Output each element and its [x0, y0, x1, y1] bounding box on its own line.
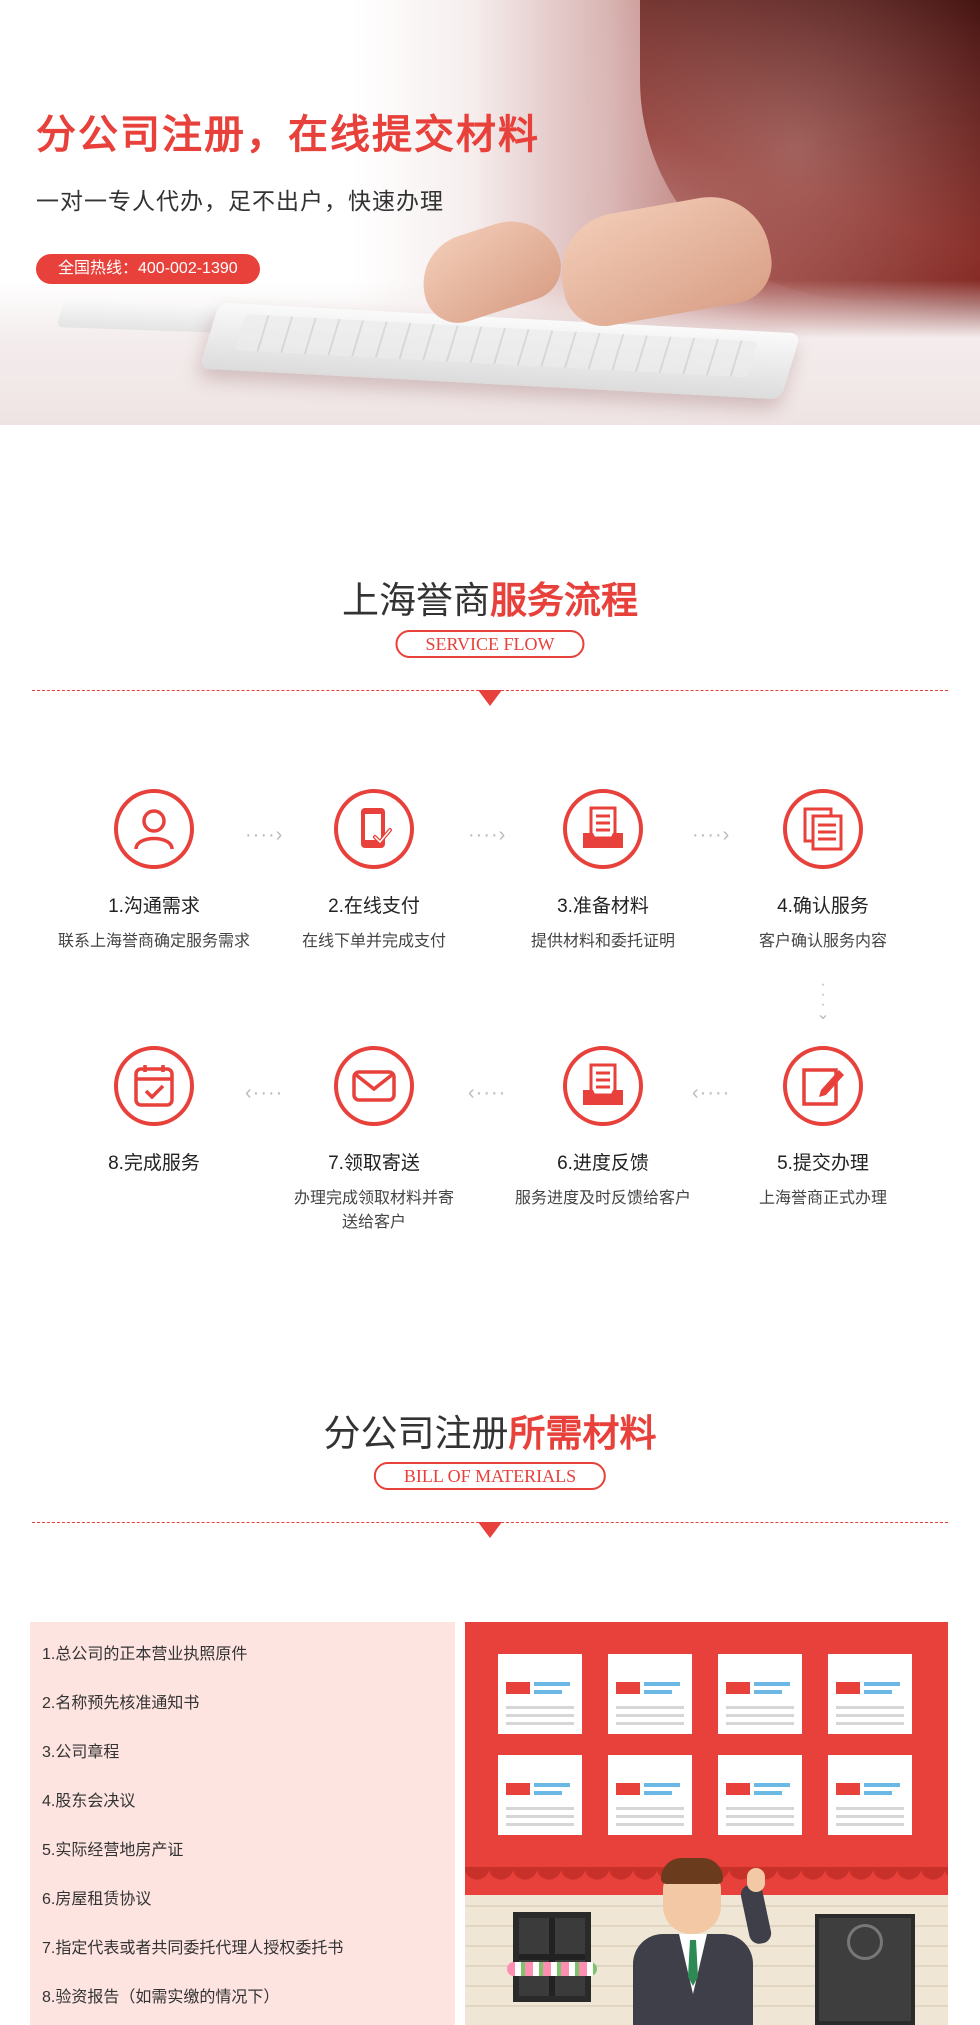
businessman-hair [661, 1858, 723, 1884]
step-desc: 办理完成领取材料并寄送给客户 [293, 1190, 454, 1231]
businessman-tie [688, 1940, 698, 1986]
door [815, 1914, 915, 2025]
step-7: 7.领取寄送 办理完成领取材料并寄送给客户 [259, 1046, 489, 1235]
step-desc: 客户确认服务内容 [758, 933, 887, 950]
service-flow-title: 上海誉商服务流程 [0, 570, 980, 624]
list-item: 4.股东会决议 [42, 1793, 136, 1810]
document-icon [828, 1654, 912, 1734]
step-title: 6.进度反馈 [557, 1153, 649, 1174]
office-illustration [465, 1622, 948, 2025]
dotted-arrow-down-icon: ···⌄ [816, 976, 830, 1023]
envelope-icon [334, 1046, 414, 1126]
dotted-arrow-right-icon: ····› [245, 824, 284, 846]
list-item: 5.实际经营地房产证 [42, 1842, 184, 1859]
step-title: 3.准备材料 [557, 896, 649, 917]
step-3: 3.准备材料 提供材料和委托证明 [488, 789, 718, 954]
document-tray-icon [563, 1046, 643, 1126]
document-icon [498, 1654, 582, 1734]
emblem-icon [847, 1924, 883, 1960]
materials-pill: BILL OF MATERIALS [373, 1462, 607, 1490]
materials-title-plain: 分公司注册 [323, 1413, 509, 1454]
document-icon [498, 1755, 582, 1835]
hotline-button[interactable]: 全国热线：400-002-1390 [36, 254, 260, 284]
hero-subtitle: 一对一专人代办，足不出户，快速办理 [36, 188, 444, 214]
edit-icon [783, 1046, 863, 1126]
list-item: 6.房屋租赁协议 [42, 1891, 152, 1908]
service-flow-title-plain: 上海誉商 [342, 580, 490, 621]
document-icon [608, 1654, 692, 1734]
step-title: 7.领取寄送 [328, 1153, 420, 1174]
document-icon [828, 1755, 912, 1835]
person-icon [114, 789, 194, 869]
hero-pad-decor [56, 297, 234, 333]
service-flow-pill: SERVICE FLOW [395, 630, 585, 658]
hero-banner: 分公司注册，在线提交材料 一对一专人代办，足不出户，快速办理 全国热线：400-… [0, 0, 980, 425]
step-title: 2.在线支付 [328, 896, 420, 917]
dotted-arrow-left-icon: ‹···· [468, 1082, 507, 1104]
list-item: 1.总公司的正本营业执照原件 [42, 1646, 248, 1663]
step-title: 4.确认服务 [777, 896, 869, 917]
step-desc: 上海誉商正式办理 [758, 1190, 887, 1207]
dotted-arrow-left-icon: ‹···· [245, 1082, 284, 1104]
divider-triangle-icon [478, 690, 502, 706]
hero-title: 分公司注册，在线提交材料 [36, 113, 540, 157]
document-tray-icon [563, 789, 643, 869]
step-5: 5.提交办理 上海誉商正式办理 [708, 1046, 938, 1211]
dotted-arrow-right-icon: ····› [692, 824, 731, 846]
thumbs-up-icon [747, 1868, 765, 1892]
step-desc: 联系上海誉商确定服务需求 [57, 933, 250, 950]
step-title: 8.完成服务 [108, 1153, 200, 1174]
step-desc: 在线下单并完成支付 [301, 933, 446, 950]
step-title: 1.沟通需求 [108, 896, 200, 917]
flower-box [507, 1962, 597, 1976]
documents-stack-icon [783, 789, 863, 869]
document-icon [608, 1755, 692, 1835]
service-flow-title-bold: 服务流程 [490, 580, 638, 621]
materials-list: 1.总公司的正本营业执照原件 2.名称预先核准通知书 3.公司章程 4.股东会决… [30, 1622, 455, 2025]
list-item: 2.名称预先核准通知书 [42, 1695, 200, 1712]
list-item: 8.验资报告（如需实缴的情况下） [42, 1989, 280, 2006]
calendar-check-icon [114, 1046, 194, 1126]
materials-title: 分公司注册所需材料 [0, 1403, 980, 1457]
step-2: 2.在线支付 在线下单并完成支付 [259, 789, 489, 954]
step-title: 5.提交办理 [777, 1153, 869, 1174]
phone-check-icon [334, 789, 414, 869]
step-8: 8.完成服务 [39, 1046, 269, 1187]
divider-triangle-icon [478, 1522, 502, 1538]
list-item: 3.公司章程 [42, 1744, 120, 1761]
dotted-arrow-left-icon: ‹···· [692, 1082, 731, 1104]
step-desc: 提供材料和委托证明 [530, 933, 675, 950]
dotted-arrow-right-icon: ····› [468, 824, 507, 846]
document-icon [718, 1755, 802, 1835]
step-desc: 服务进度及时反馈给客户 [514, 1190, 691, 1207]
list-item: 7.指定代表或者共同委托代理人授权委托书 [42, 1940, 344, 1957]
window [513, 1912, 591, 2002]
materials-title-bold: 所需材料 [508, 1413, 657, 1454]
step-4: 4.确认服务 客户确认服务内容 [708, 789, 938, 954]
step-6: 6.进度反馈 服务进度及时反馈给客户 [488, 1046, 718, 1211]
document-icon [718, 1654, 802, 1734]
step-1: 1.沟通需求 联系上海誉商确定服务需求 [39, 789, 269, 954]
